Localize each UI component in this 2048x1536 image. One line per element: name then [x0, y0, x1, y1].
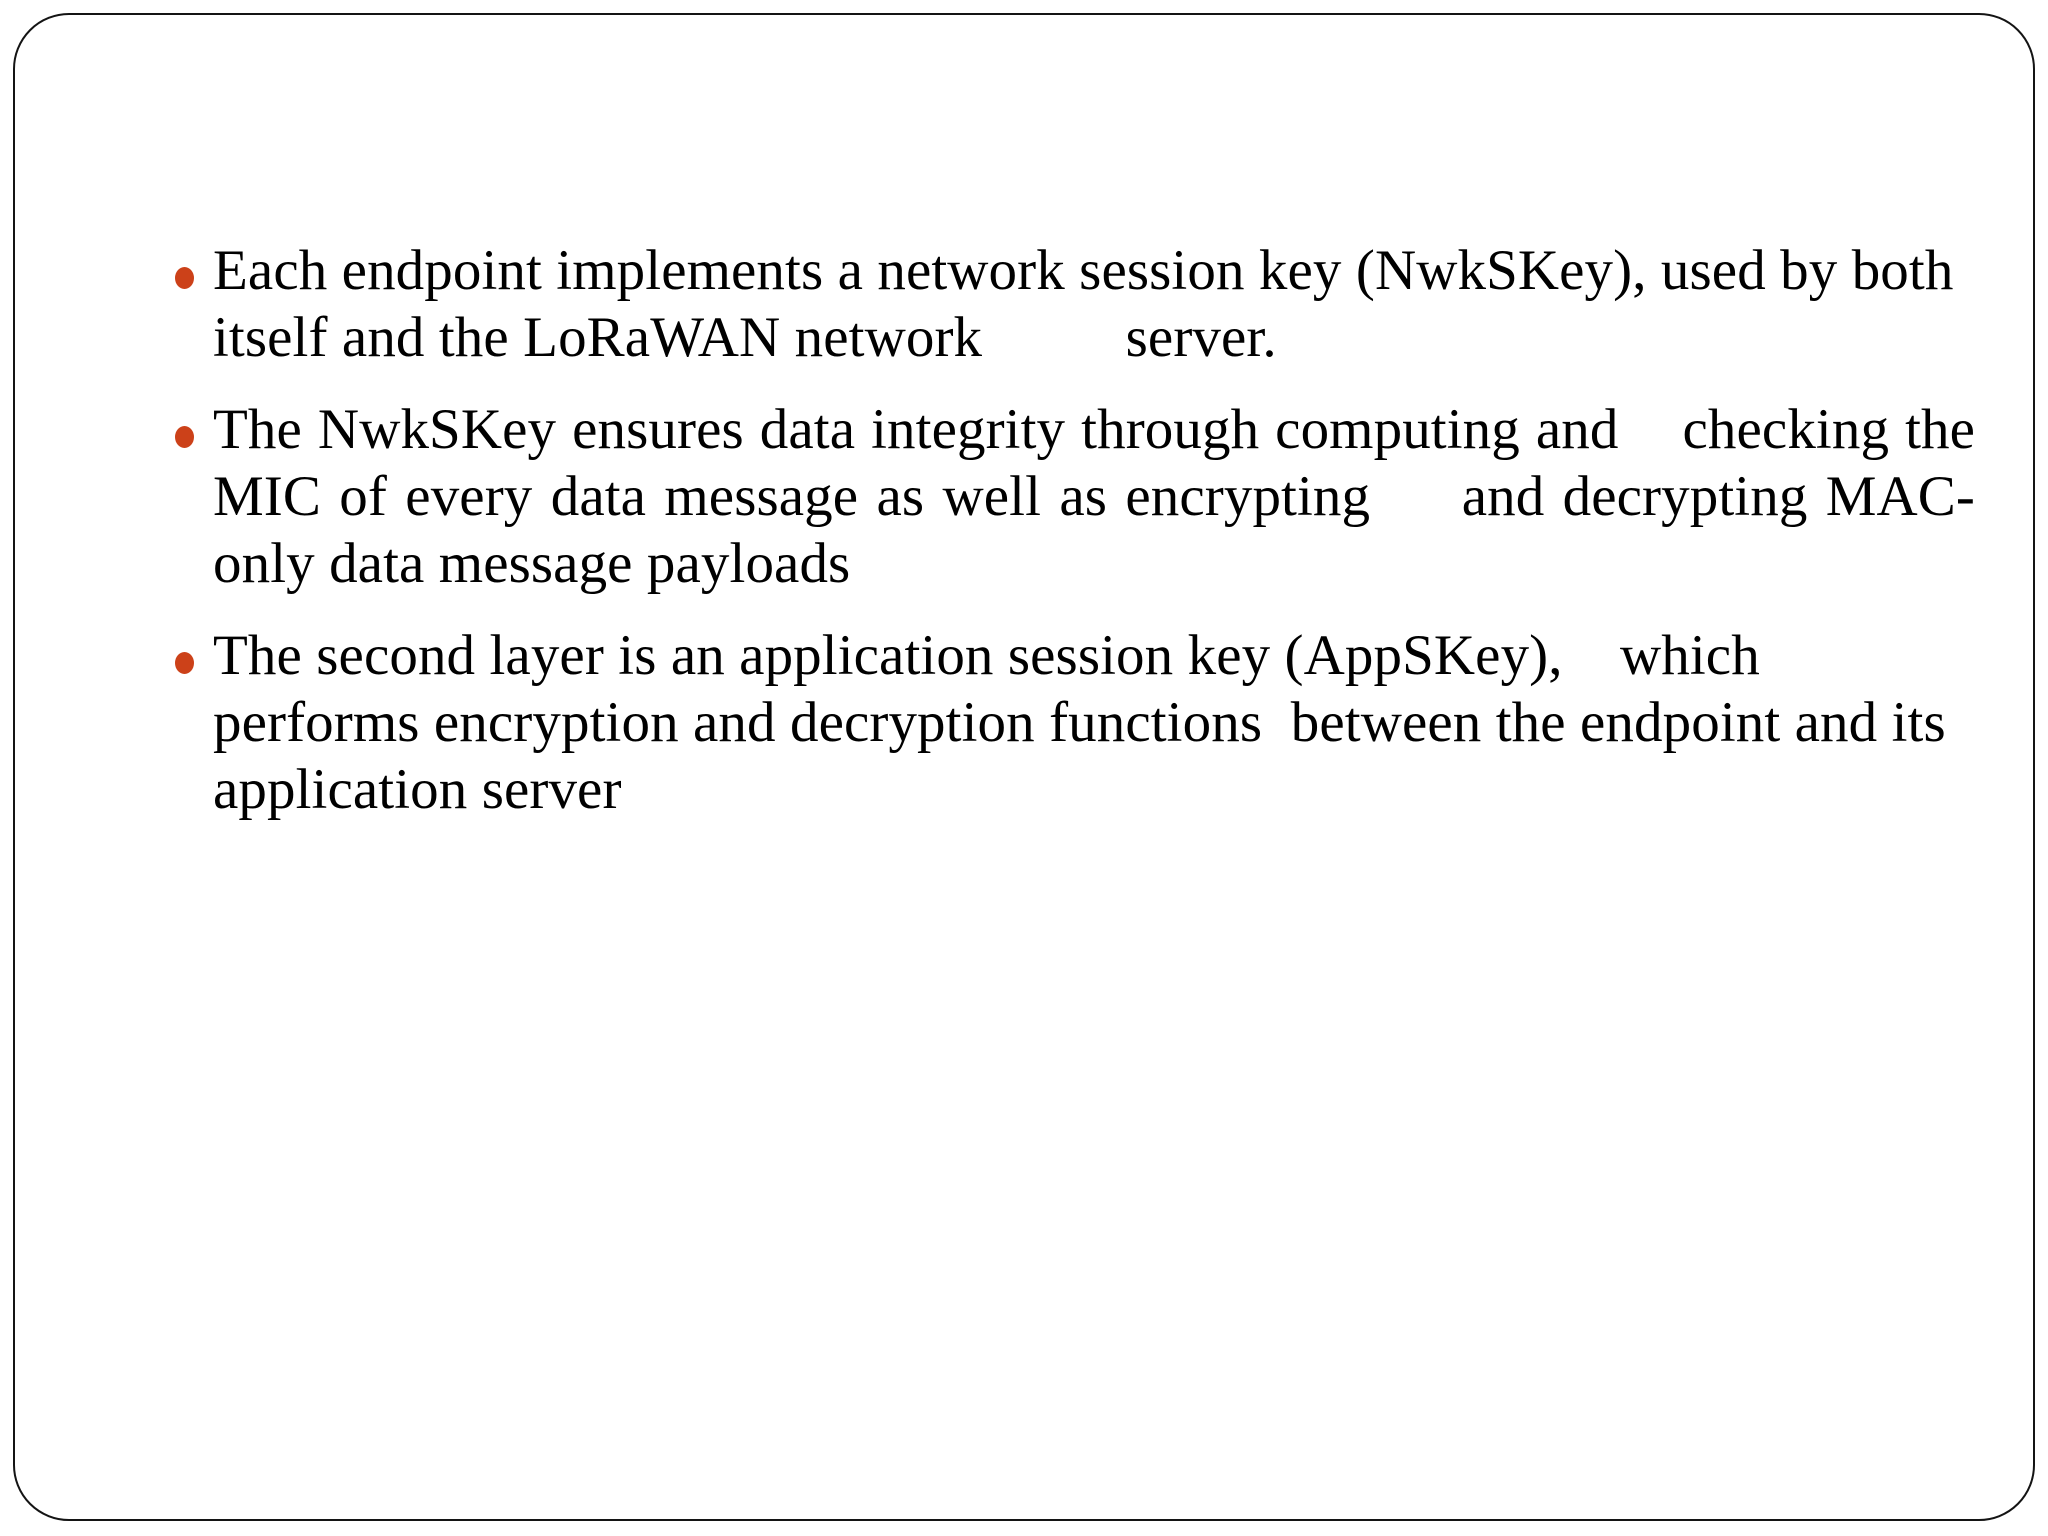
- bullet-text-nwkskey-integrity: The NwkSKey ensures data integrity throu…: [213, 398, 1990, 595]
- bullet-dot-icon: [175, 238, 213, 289]
- bullet-dot-icon: [175, 623, 213, 675]
- bullet-item-nwkskey-endpoint: Each endpoint implements a network sessi…: [175, 238, 1975, 371]
- bullet-dot-icon: [175, 397, 213, 449]
- bullet-text-nwkskey-endpoint: Each endpoint implements a network sessi…: [213, 239, 1968, 369]
- bullet-item-nwkskey-integrity: The NwkSKey ensures data integrity throu…: [175, 397, 1975, 597]
- bullet-item-appskey: The second layer is an application sessi…: [175, 623, 1975, 823]
- bullet-text-appskey: The second layer is an application sessi…: [213, 624, 1961, 821]
- slide-content-body: Each endpoint implements a network sessi…: [175, 238, 1975, 850]
